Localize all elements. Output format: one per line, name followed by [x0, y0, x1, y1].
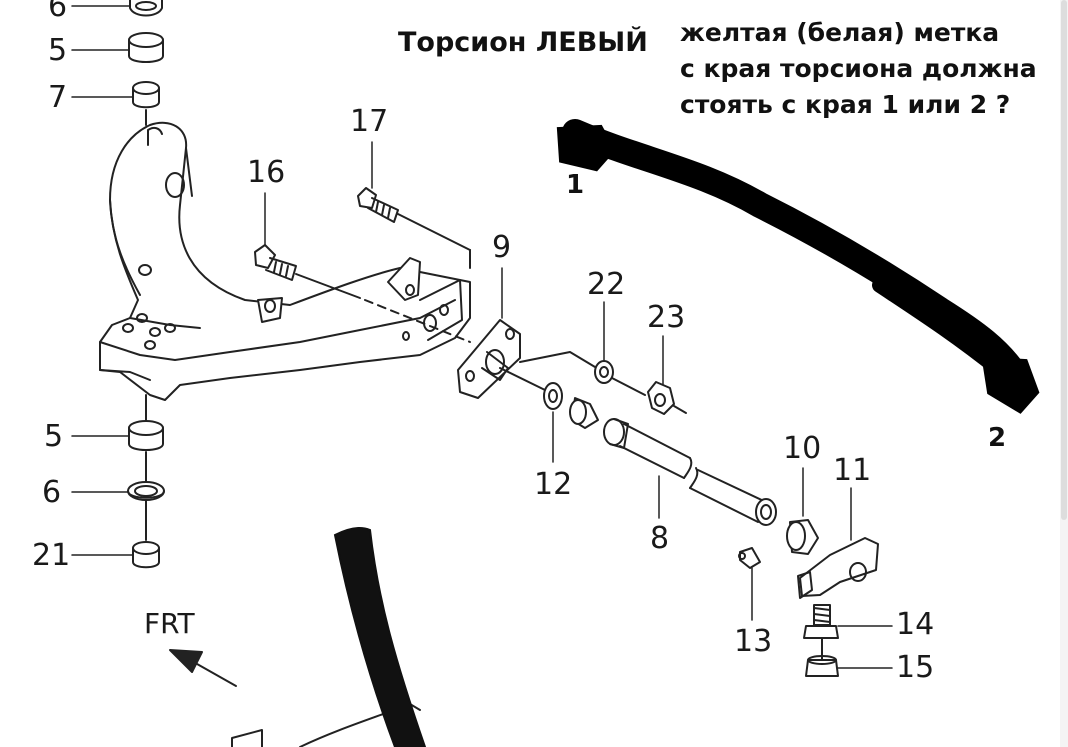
callout-10: 10: [783, 431, 822, 466]
frt-arrow: [169, 649, 237, 687]
callout-15: 15: [896, 650, 935, 685]
callout-17: 17: [350, 104, 389, 139]
question-line-2: с края торсиона должна: [680, 54, 1037, 83]
torsion-bar-8: [603, 418, 777, 526]
black-rubber-boot: [333, 527, 427, 747]
washer-12: [543, 382, 563, 410]
question-text: желтая (белая) метка с края торсиона дол…: [680, 15, 1037, 123]
end-mark-2: 2: [988, 423, 1007, 453]
question-line-3: стоять с края 1 или 2 ?: [680, 90, 1011, 119]
lower-control-arm: [99, 121, 471, 401]
bushing: [569, 397, 599, 429]
callout-8: 8: [650, 521, 670, 556]
bushing-10: [786, 519, 819, 555]
diagram-title: Торсион ЛЕВЫЙ: [398, 27, 648, 58]
callout-23: 23: [647, 300, 686, 335]
nut-23: [647, 381, 675, 415]
callout-14: 14: [896, 607, 935, 642]
bottom-bushing-stack: [127, 394, 165, 569]
plate-9: [457, 319, 601, 399]
end-mark-1: 1: [566, 170, 585, 200]
top-bushing-stack: [128, 0, 164, 126]
torsion-bar-sketch: [556, 119, 1040, 414]
callout-5-top: 5: [48, 33, 68, 68]
callout-6-bottom: 6: [42, 475, 62, 510]
direction-label: FRT: [144, 607, 195, 640]
callout-6-top: 6: [48, 0, 68, 24]
scrollbar-thumb[interactable]: [1061, 0, 1067, 520]
leader-lines: [71, 5, 893, 669]
question-line-1: желтая (белая) метка: [680, 18, 1000, 47]
bolt-17: [357, 187, 471, 269]
callout-22: 22: [587, 267, 626, 302]
adjuster-bolt-14: [803, 604, 839, 639]
bolt-16: [254, 244, 471, 343]
washer-22: [594, 360, 614, 384]
anchor-arm-11: [797, 537, 879, 599]
callout-16: 16: [247, 155, 286, 190]
callout-9: 9: [492, 230, 512, 265]
callout-7: 7: [48, 80, 68, 115]
pin-13: [738, 547, 761, 569]
vertical-scrollbar[interactable]: [1060, 0, 1068, 747]
callout-5-bottom: 5: [44, 419, 64, 454]
callout-11: 11: [833, 453, 872, 488]
callout-12: 12: [534, 467, 573, 502]
callout-13: 13: [734, 624, 773, 659]
callout-21: 21: [32, 538, 71, 573]
